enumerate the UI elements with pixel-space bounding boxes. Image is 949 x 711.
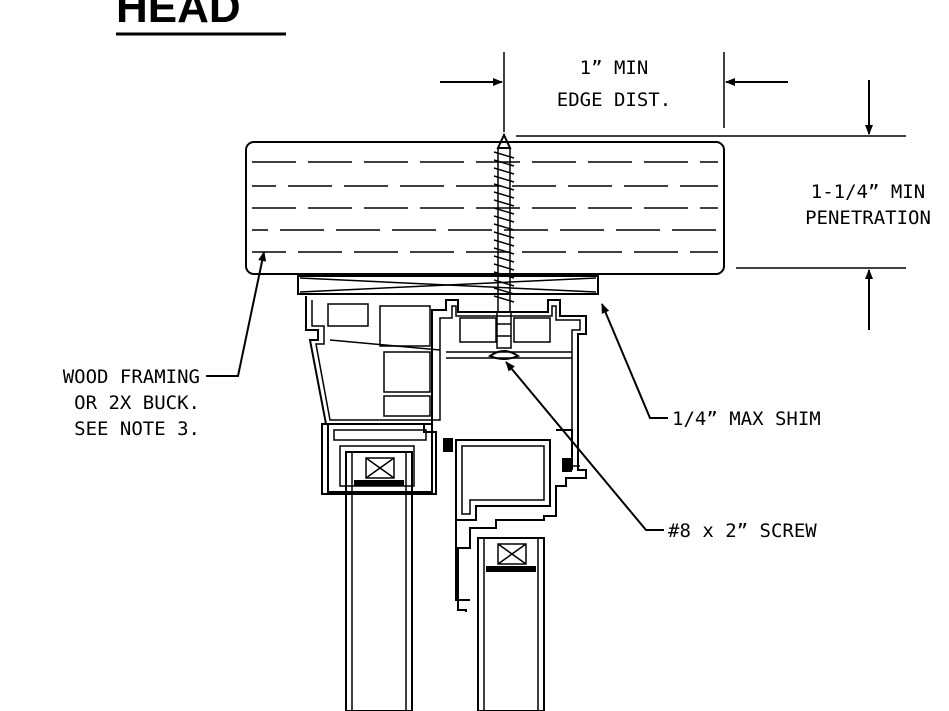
- frame-chamber: [379, 305, 431, 347]
- wood-framing-callout: WOOD FRAMING OR 2X BUCK. SEE NOTE 3.: [63, 251, 267, 440]
- edge-distance-line-1: 1” MIN: [580, 57, 649, 79]
- shim: [297, 275, 599, 295]
- weatherstrip: [443, 438, 453, 452]
- screw-label: #8 x 2” SCREW: [668, 520, 817, 542]
- right-frame-return: [556, 429, 573, 470]
- edge-distance-dimension: 1” MIN EDGE DIST.: [440, 52, 788, 132]
- frame-outline: [305, 296, 587, 612]
- right-sash-leg: [455, 444, 470, 601]
- wood-framing-line-2: OR 2X BUCK.: [74, 392, 200, 414]
- window-frame: [305, 296, 587, 711]
- wood-framing: [245, 141, 725, 275]
- leader-line: [505, 361, 664, 531]
- frame-inner-outline: [311, 300, 581, 467]
- left-sash-stop: [333, 429, 427, 441]
- penetration-dimension: 1-1/4” MIN PENETRATION: [516, 80, 931, 330]
- screw-callout: #8 x 2” SCREW: [505, 361, 817, 542]
- sealant: [486, 566, 536, 572]
- shim-outline: [297, 275, 599, 295]
- weatherstrip: [562, 458, 572, 472]
- right-glass-unit: [477, 537, 545, 711]
- screw-threads: [493, 151, 515, 303]
- spacer-cross: [497, 543, 527, 565]
- title-block: HEAD: [116, 0, 286, 36]
- wood-framing-line-3: SEE NOTE 3.: [74, 418, 200, 440]
- shim-hatch: [299, 277, 597, 293]
- frame-chamber: [459, 317, 497, 343]
- right-sash-inner: [461, 445, 545, 515]
- glass-outline: [345, 451, 413, 711]
- spacer: [365, 457, 395, 479]
- left-glass-unit: [345, 451, 413, 711]
- leader-line: [601, 303, 668, 419]
- screw-sleeve: [496, 311, 512, 349]
- leader-line: [206, 251, 267, 377]
- penetration-line-1: 1-1/4” MIN: [811, 181, 925, 203]
- wood-block-outline: [245, 141, 725, 275]
- shim-label: 1/4” MAX SHIM: [672, 408, 821, 430]
- spacer: [497, 543, 527, 565]
- penetration-line-2: PENETRATION: [805, 207, 931, 229]
- sealant: [354, 480, 404, 486]
- frame-web: [329, 339, 441, 351]
- edge-distance-line-2: EDGE DIST.: [557, 89, 671, 111]
- spacer-cross: [365, 457, 395, 479]
- wood-framing-line-1: WOOD FRAMING: [63, 366, 200, 388]
- drawing-title: HEAD: [116, 0, 241, 32]
- shim-callout: 1/4” MAX SHIM: [601, 303, 821, 430]
- frame-chamber: [383, 395, 431, 417]
- left-sash-frame: [327, 423, 433, 493]
- frame-chamber: [327, 303, 369, 327]
- frame-chamber: [513, 317, 551, 343]
- glass-outline: [477, 537, 545, 711]
- frame-chamber: [383, 351, 431, 393]
